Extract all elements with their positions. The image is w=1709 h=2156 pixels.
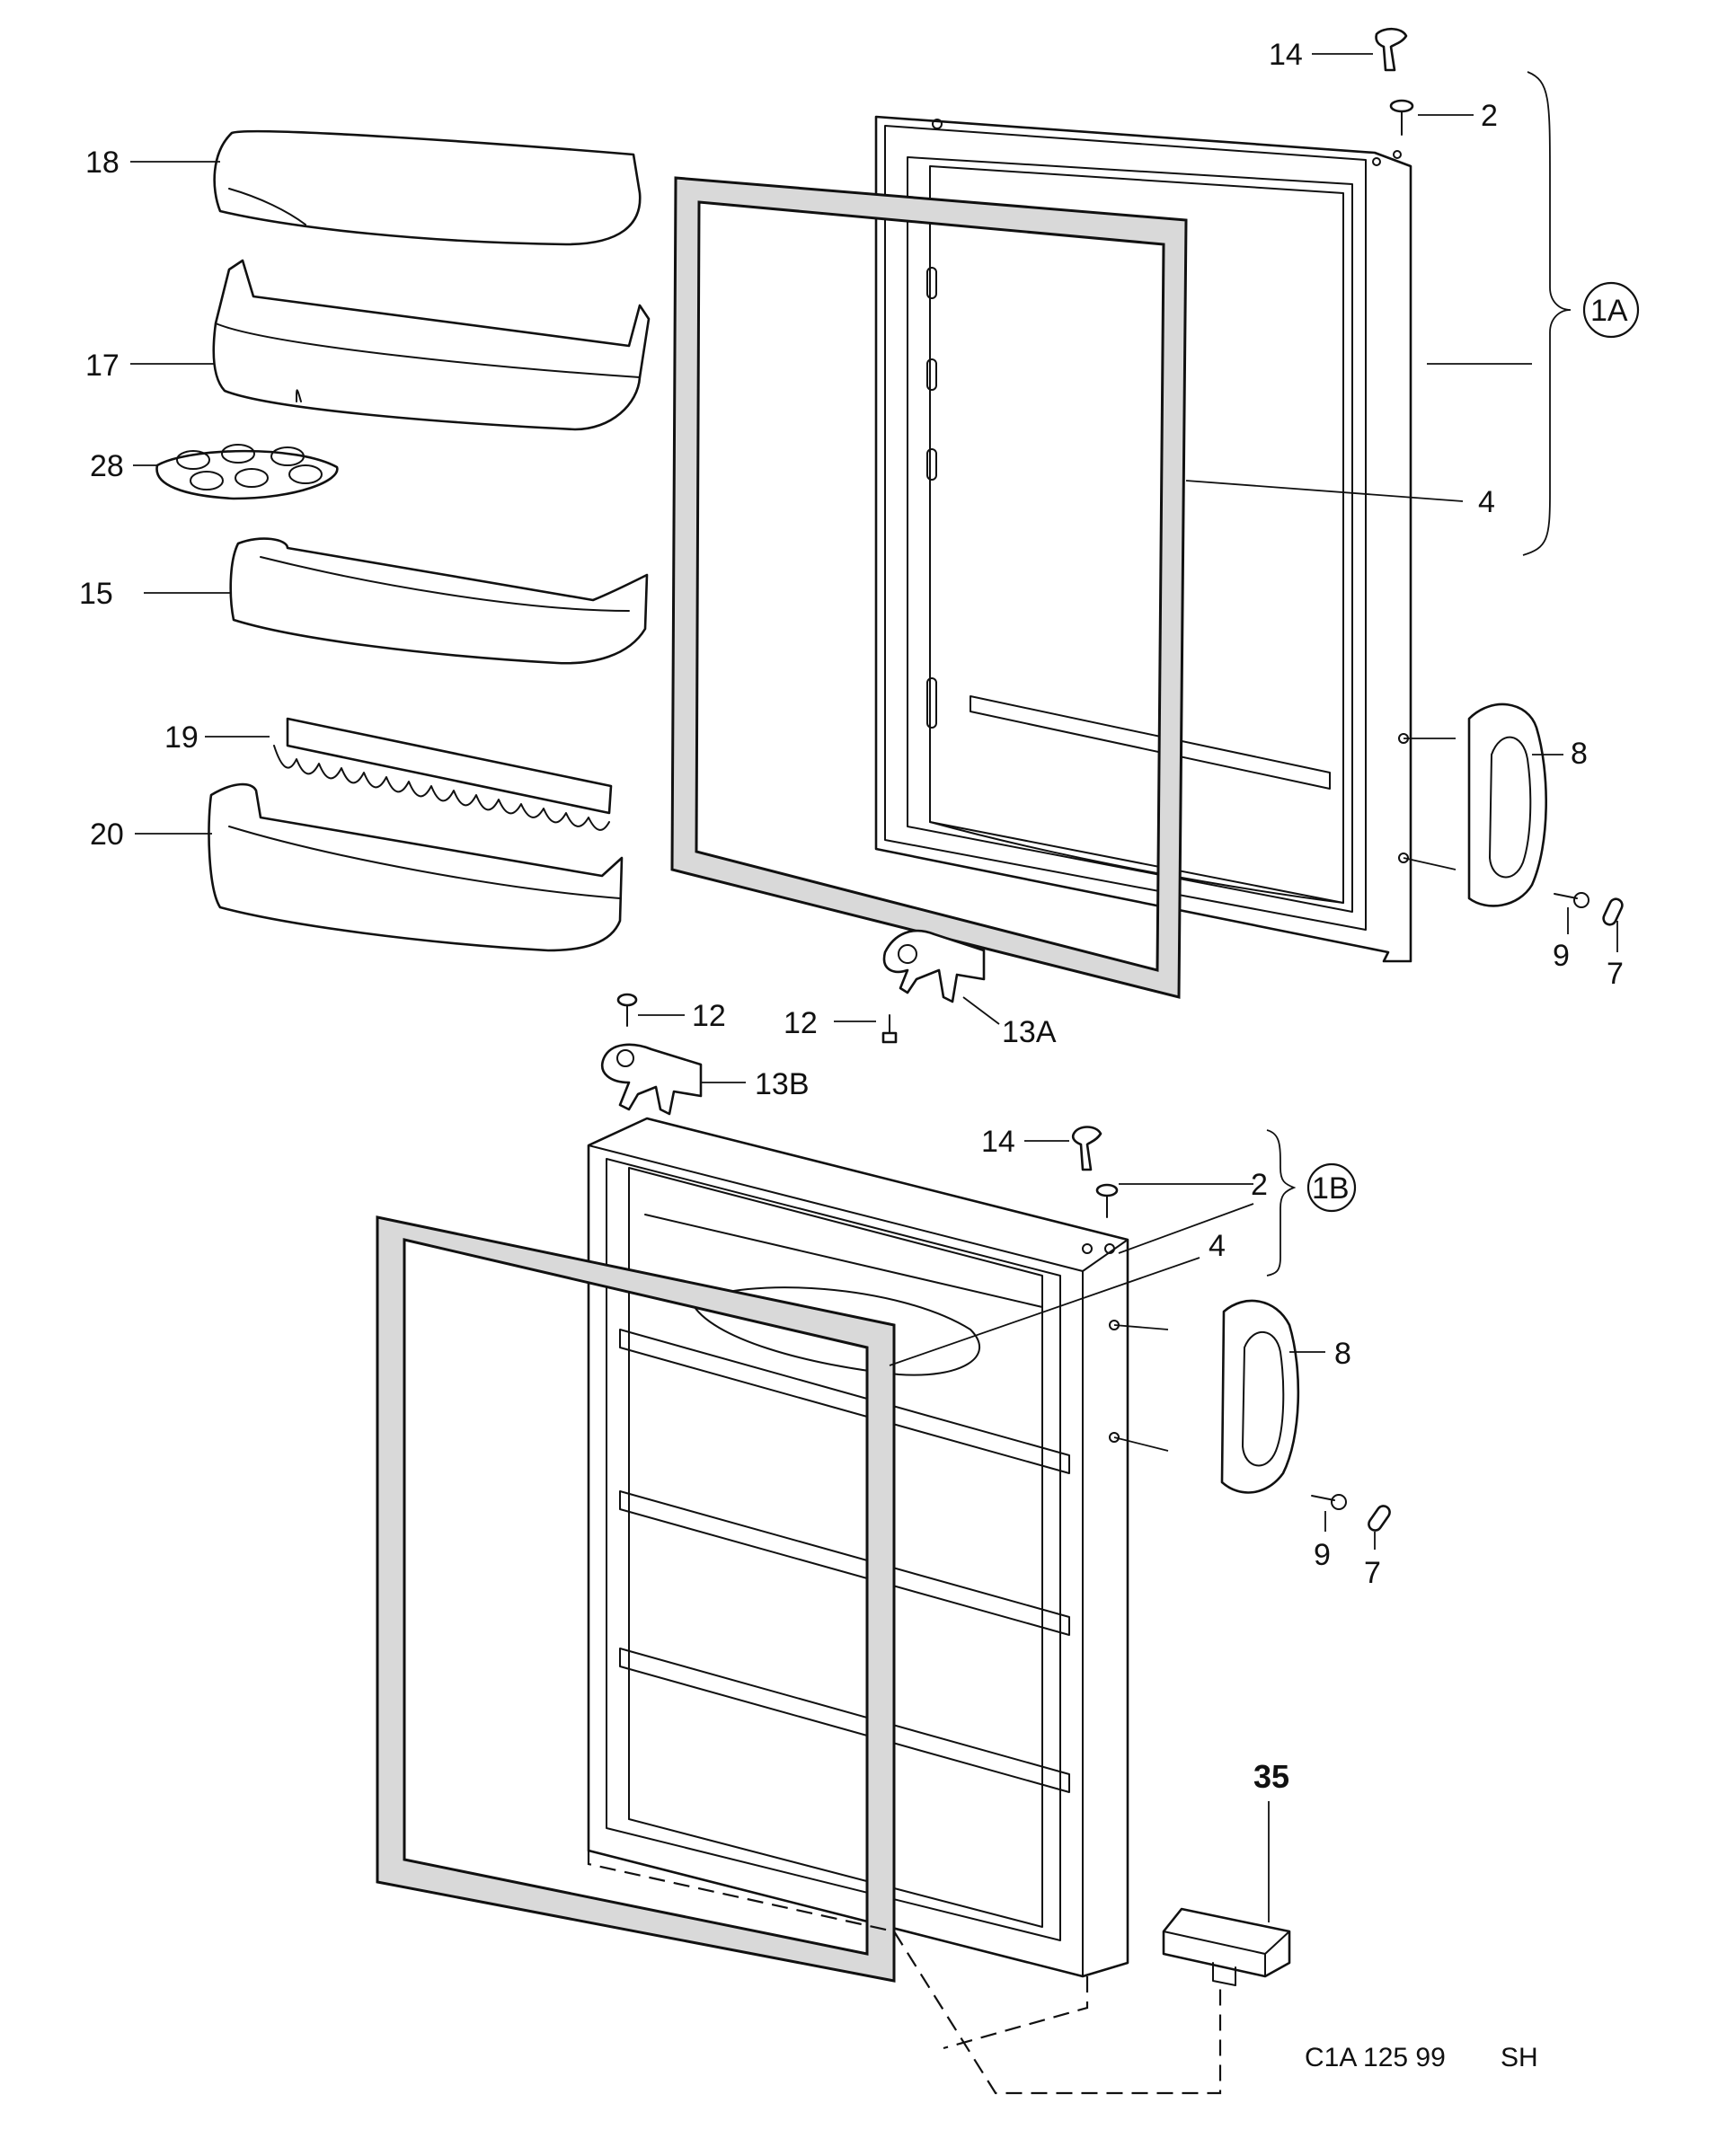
callout-8-top: 8	[1571, 737, 1588, 771]
callout-12-mid: 12	[784, 1006, 818, 1040]
circle-1B	[1306, 1162, 1357, 1213]
callout-7-top: 7	[1607, 957, 1624, 991]
callout-4-bottom: 4	[1209, 1229, 1226, 1263]
lower-pin-14	[1071, 1126, 1102, 1171]
shelf-18-cover	[213, 129, 642, 246]
callout-12-left: 12	[692, 999, 726, 1033]
callout-4-top: 4	[1478, 485, 1495, 519]
wire-guard-19	[273, 717, 613, 831]
egg-tray-28	[155, 444, 339, 500]
bracket-1A	[1522, 71, 1572, 556]
door-bin-20	[208, 782, 624, 952]
callout-2-bottom: 2	[1251, 1168, 1268, 1202]
callout-13A: 13A	[1002, 1015, 1057, 1049]
callout-2-top: 2	[1481, 99, 1498, 133]
circle-1A	[1582, 281, 1640, 339]
lower-handle-8	[1220, 1299, 1300, 1494]
upper-door-gasket	[670, 176, 1188, 999]
upper-screw-9	[1554, 892, 1589, 908]
door-bin-17	[212, 259, 651, 431]
lower-screw-9	[1311, 1494, 1347, 1510]
bracket-1B	[1266, 1129, 1297, 1277]
dashed-assembly-line-bottom	[893, 1931, 1222, 2095]
callout-17: 17	[85, 349, 120, 383]
upper-pin-14	[1375, 27, 1408, 72]
lower-door-panel	[587, 1117, 1129, 1978]
callout-14-bottom: 14	[981, 1125, 1015, 1159]
dashed-assembly-line-right	[943, 1976, 1089, 2050]
upper-plug-7	[1602, 897, 1624, 926]
lower-plug-7	[1368, 1505, 1391, 1532]
callout-20: 20	[90, 817, 124, 852]
hinge-13A	[882, 929, 986, 1003]
upper-door-panel	[874, 115, 1412, 963]
callout-28: 28	[90, 449, 124, 483]
hinge-13B	[601, 1043, 703, 1116]
callout-15: 15	[79, 577, 113, 611]
upper-screw-2	[1389, 99, 1414, 136]
leader-lines	[130, 53, 1618, 1922]
callout-1B: 1B	[1312, 1171, 1350, 1206]
callout-14-top: 14	[1269, 38, 1303, 72]
callout-7-bottom: 7	[1364, 1556, 1381, 1590]
lower-screw-2	[1095, 1183, 1119, 1218]
drawing-author: SH	[1501, 2043, 1538, 2072]
part-35-block	[1162, 1907, 1291, 1986]
callout-18: 18	[85, 146, 120, 180]
callout-19: 19	[164, 720, 199, 755]
callout-1A: 1A	[1590, 294, 1628, 328]
drawing-code: C1A 125 99	[1305, 2043, 1446, 2072]
callout-8-bottom: 8	[1334, 1337, 1351, 1371]
callout-13B: 13B	[755, 1067, 810, 1101]
screw-12-mid	[881, 1014, 898, 1044]
upper-handle-8	[1467, 702, 1547, 907]
bottle-rail-15	[229, 537, 649, 665]
callout-9-top: 9	[1553, 939, 1570, 973]
callout-9-bottom: 9	[1314, 1538, 1331, 1572]
screw-12-left	[616, 993, 638, 1027]
dashed-assembly-line-left	[587, 1851, 895, 1933]
lower-door-gasket	[376, 1215, 896, 1983]
callout-35: 35	[1253, 1758, 1289, 1795]
